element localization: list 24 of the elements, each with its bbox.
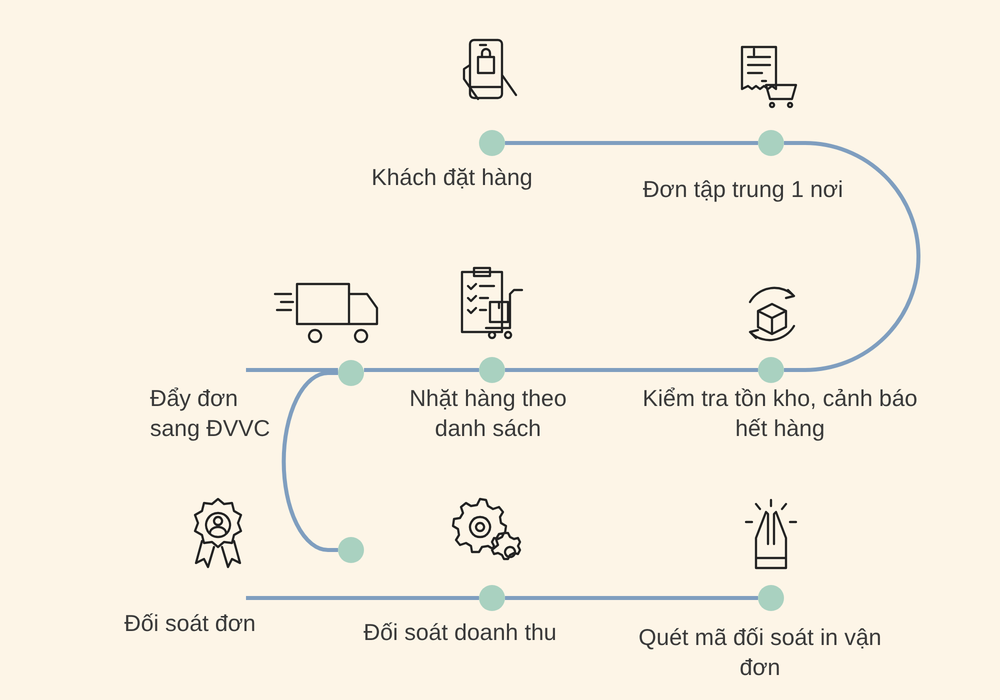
step-label: Đơn tập trung 1 nơi	[642, 175, 844, 204]
step-label: Kiểm tra tồn kho, cảnh báo hết hàng	[642, 384, 918, 443]
step-dot	[758, 357, 784, 383]
connector-line	[505, 141, 758, 145]
step-dot	[338, 537, 364, 563]
step-dot	[758, 585, 784, 611]
connector-line	[282, 371, 338, 552]
connector-line	[246, 596, 479, 600]
step-label: Đẩy đơn sang ĐVVC	[150, 384, 272, 443]
step-label: Khách đặt hàng	[370, 163, 534, 192]
connector-line	[505, 368, 758, 372]
step-dot	[479, 585, 505, 611]
connector-line	[505, 596, 758, 600]
connector-line	[784, 141, 920, 372]
connector-line	[246, 368, 338, 372]
step-label: Nhặt hàng theo danh sách	[408, 384, 568, 443]
step-dot	[338, 360, 364, 386]
step-dot	[758, 130, 784, 156]
step-label: Đối soát đơn	[123, 609, 257, 638]
connector-line	[364, 368, 479, 372]
step-dot	[479, 130, 505, 156]
step-dot	[479, 357, 505, 383]
step-label: Quét mã đối soát in vận đơn	[638, 623, 882, 682]
step-label: Đối soát doanh thu	[362, 618, 558, 647]
